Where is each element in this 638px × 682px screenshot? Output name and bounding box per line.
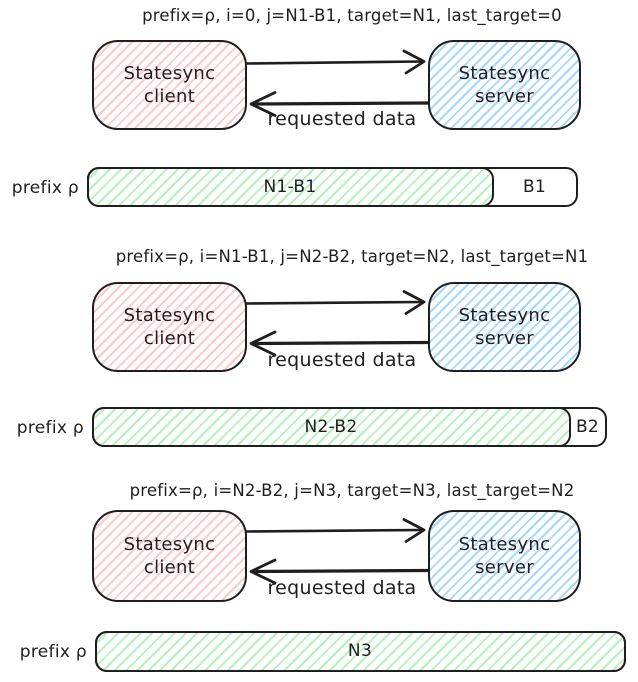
remaining-range-segment: B2 [570,409,605,445]
message-arrows [245,290,430,357]
synced-range-label: N1-B1 [263,176,317,197]
server-label-line2: server [475,557,534,578]
synced-range-segment: N1-B1 [86,166,494,207]
client-label-line2: client [143,86,196,107]
round-params-caption: prefix=ρ, i=0, j=N1-B1, target=N1, last_… [142,6,562,25]
request-arrow [245,290,426,315]
synced-range-label: N3 [347,641,373,661]
synced-range-label: N2-B2 [304,416,358,437]
remaining-range-segment: B1 [493,169,576,205]
client-label-line1: Statesync [123,304,216,326]
round-params-caption: prefix=ρ, i=N2-B2, j=N3, target=N3, last… [129,481,575,500]
prefix-label: prefix ρ [16,418,84,438]
response-arrow-label: requested data [267,108,417,130]
prefix-label: prefix ρ [19,642,87,662]
client-label-line1: Statesync [123,533,216,555]
round-params-caption: prefix=ρ, i=N1-B1, j=N2-B2, target=N2, l… [115,247,589,266]
remaining-range-label: B1 [522,177,547,197]
response-arrow [249,558,430,585]
request-arrow [245,49,426,75]
state-progress-bar: N3 [94,630,626,672]
client-label-line2: client [143,328,196,349]
state-progress-bar: N1-B1 B1 [86,166,578,207]
server-label-line1: Statesync [458,533,551,555]
statesync-server-box: Statesync server [428,510,581,602]
request-arrow [245,518,426,543]
server-label-line1: Statesync [458,62,551,84]
response-arrow [249,91,430,117]
server-label-line2: server [475,86,534,107]
server-label-line1: Statesync [458,304,551,326]
message-arrows [245,49,430,117]
remaining-range-label: B2 [575,417,600,437]
state-progress-bar: N2-B2 B2 [91,406,607,447]
client-label-line1: Statesync [123,62,216,84]
statesync-server-box: Statesync server [428,282,581,372]
prefix-label: prefix ρ [11,178,79,198]
response-arrow-label: requested data [267,577,417,599]
synced-range-segment: N3 [94,630,626,672]
client-label-line2: client [143,557,196,578]
statesync-client-box: Statesync client [92,510,247,602]
response-arrow [249,330,430,357]
server-label-line2: server [475,328,534,349]
synced-range-segment: N2-B2 [91,406,571,447]
message-arrows [245,518,430,585]
statesync-server-box: Statesync server [428,40,581,130]
response-arrow-label: requested data [267,349,417,371]
statesync-client-box: Statesync client [92,40,247,130]
statesync-client-box: Statesync client [92,282,247,372]
